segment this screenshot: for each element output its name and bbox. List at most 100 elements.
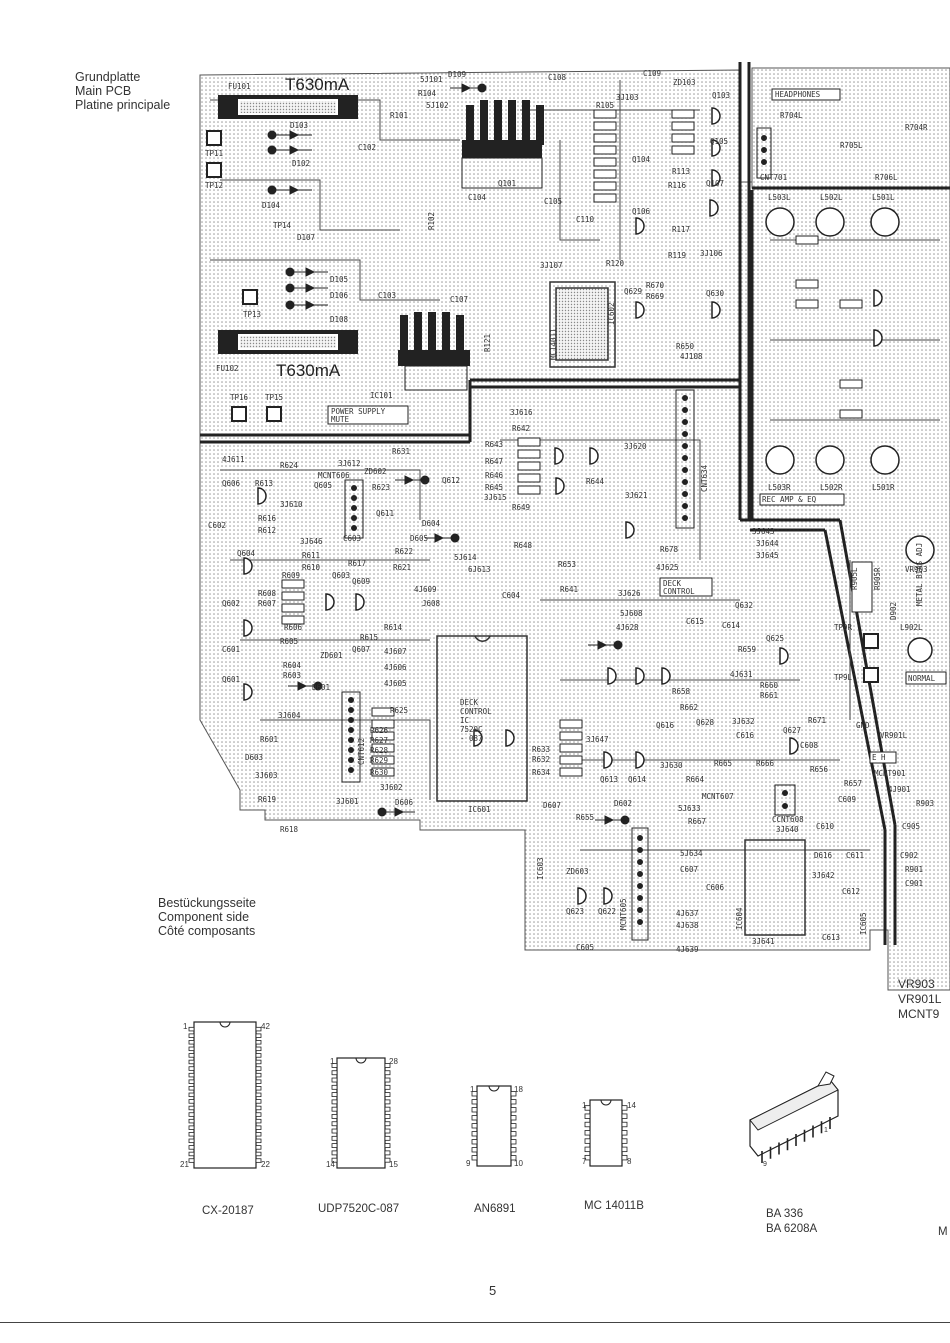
svg-text:R622: R622 [395,547,413,556]
svg-text:FU102: FU102 [216,364,239,373]
dip-pin [384,1121,391,1127]
svg-text:Q604: Q604 [237,549,256,558]
dip-pin [188,1105,195,1111]
svg-text:Q625: Q625 [766,634,784,643]
svg-text:HEADPHONES: HEADPHONES [775,90,821,99]
coils [765,207,935,663]
svg-text:R601: R601 [260,735,278,744]
sip-tab [817,1071,835,1087]
fuse-bottom [218,330,358,354]
dip-pin [621,1130,628,1136]
dip-pin [188,1151,195,1157]
dip-pin [584,1154,591,1161]
svg-text:R644: R644 [586,477,605,486]
svg-text:R121: R121 [483,334,492,352]
svg-text:3J103: 3J103 [616,93,639,102]
dip-pin [331,1143,338,1149]
svg-text:R704L: R704L [780,111,803,120]
dip-pin [621,1105,628,1111]
svg-text:R632: R632 [532,755,550,764]
dip-pin [471,1107,478,1113]
svg-text:C109: C109 [643,69,661,78]
svg-text:C609: C609 [838,795,856,804]
svg-text:CONTROL: CONTROL [663,587,695,596]
svg-text:Q601: Q601 [222,675,240,684]
side-de: Bestückungsseite [158,896,256,910]
svg-text:R606: R606 [284,623,303,632]
svg-text:R905L: R905L [850,567,859,590]
connector-pins [341,127,796,941]
svg-text:IC: IC [460,716,469,725]
dip-pin [331,1070,338,1076]
svg-text:R627: R627 [370,736,388,745]
svg-text:C610: C610 [816,822,835,831]
svg-text:TP9R: TP9R [834,623,853,632]
dip-pin [621,1138,628,1144]
svg-text:CONTROL: CONTROL [460,707,492,716]
svg-text:5J101: 5J101 [420,75,443,84]
dip-pin [255,1099,262,1104]
svg-text:3J645: 3J645 [756,551,779,560]
svg-text:R901: R901 [905,865,923,874]
svg-text:R633: R633 [532,745,550,754]
svg-text:Q105: Q105 [710,137,728,146]
resistor-stacks [281,109,863,777]
dip-pin [584,1105,591,1111]
svg-text:3J644: 3J644 [756,539,779,548]
svg-text:R660: R660 [760,681,779,690]
svg-text:R612: R612 [258,526,276,535]
svg-text:C608: C608 [800,741,819,750]
fuse-top [218,95,358,119]
svg-text:R613: R613 [255,479,273,488]
dip-pin [255,1092,262,1098]
svg-text:R665: R665 [714,759,732,768]
svg-text:Q632: Q632 [735,601,753,610]
svg-text:D616: D616 [814,851,833,860]
svg-text:5J102: 5J102 [426,101,449,110]
dip-pin [188,1125,195,1130]
dip-pin [384,1092,391,1098]
svg-text:3J621: 3J621 [625,491,648,500]
svg-text:Q613: Q613 [600,775,618,784]
ic4-pin-tl: 1 [582,1101,587,1110]
dip-body-3 [476,1085,512,1167]
svg-text:R664: R664 [686,775,705,784]
svg-text:3J626: 3J626 [618,589,641,598]
svg-text:MUTE: MUTE [331,415,350,424]
svg-text:R646: R646 [485,471,504,480]
svg-text:3J647: 3J647 [586,735,609,744]
dip-pin [255,1033,262,1038]
heatsink-bottom [398,312,470,391]
svg-text:3J610: 3J610 [280,500,303,509]
svg-text:4J631: 4J631 [730,670,753,679]
ic601-footprint [436,635,528,802]
svg-text:IC101: IC101 [370,391,393,400]
svg-text:R662: R662 [680,703,698,712]
dip-pin [255,1145,262,1150]
dip-pin [188,1066,195,1071]
svg-text:ZD603: ZD603 [566,867,589,876]
svg-text:3J641: 3J641 [752,937,775,946]
svg-text:4J609: 4J609 [414,585,437,594]
dip-pin [471,1131,478,1137]
svg-text:Q614: Q614 [628,775,647,784]
svg-text:R631: R631 [392,447,410,456]
dip-pin [188,1026,195,1032]
svg-text:D902: D902 [889,602,898,620]
svg-text:CCNT608: CCNT608 [772,815,804,824]
svg-text:4J108: 4J108 [680,352,703,361]
svg-text:D603: D603 [245,753,263,762]
svg-text:Q101: Q101 [498,179,516,188]
dip-pin [255,1040,262,1045]
ic3-pin-tl: 1 [470,1085,475,1094]
dip-pin [510,1147,517,1153]
dip-pin [384,1135,391,1141]
svg-text:R653: R653 [558,560,576,569]
dip-pin [471,1099,478,1105]
ic4-name: MC 14011B [584,1200,644,1212]
sip-top [749,1079,839,1131]
svg-text:Q628: Q628 [696,718,715,727]
dip-pin [255,1053,262,1058]
svg-text:R903: R903 [916,799,934,808]
svg-text:R102: R102 [427,212,436,230]
